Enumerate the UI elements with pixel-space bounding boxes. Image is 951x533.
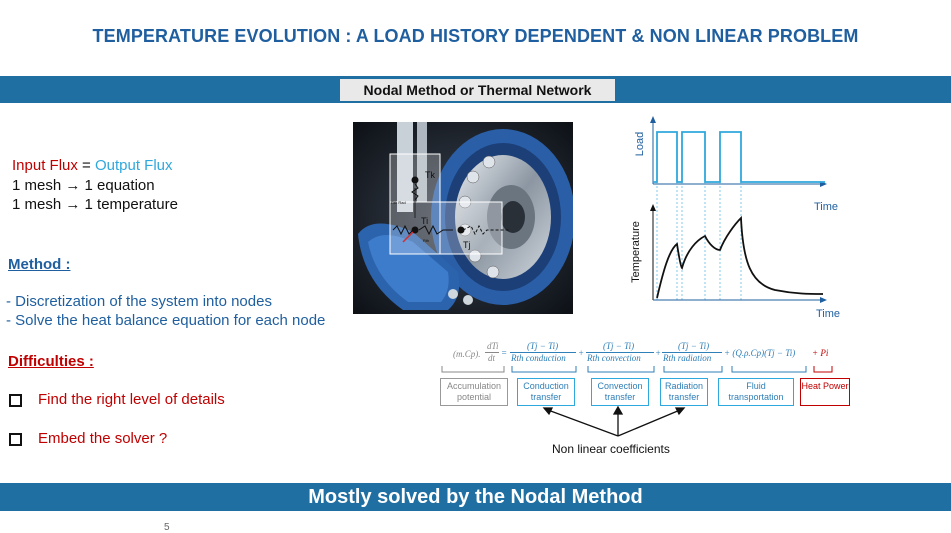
bottom-banner-text: Mostly solved by the Nodal Method [308,486,643,508]
load-axis-label: Load [634,132,646,156]
node-tk-label: Tk [425,170,435,180]
difficulty-item-2: Embed the solver ? [9,430,167,447]
conduction-box: Conduction transfer [517,378,575,406]
page-title: TEMPERATURE EVOLUTION : A LOAD HISTORY D… [92,26,859,46]
output-flux-text: Output Flux [94,157,173,174]
plus-sign: + [655,348,662,358]
nonlinear-coefficients-label: Non linear coefficients [552,442,670,456]
convection-box: Convection transfer [591,378,649,406]
load-temperature-graphs: Load Time Temperature Time [630,116,840,320]
temperature-signal-line [656,215,824,299]
dti-numerator: dTi [487,341,499,351]
bearing-thermal-network-image: Tk Ti Tj Rth Rad Rth [353,122,573,314]
bottom-banner [0,483,951,511]
dt-denominator: dt [488,353,496,363]
time-label-bottom: Time [816,308,840,320]
difficulty-item-1: Find the right level of details [9,391,225,408]
temperature-axis-label: Temperature [630,221,642,283]
method-line-2: - Solve the heat balance equation for ea… [6,312,326,329]
accumulation-term: (m.Cp). [453,349,481,359]
fluid-box: Fluid transportation [718,378,794,406]
section-subtitle: Nodal Method or Thermal Network [340,79,615,101]
page-number: 5 [164,522,170,533]
radiation-numerator: (Tj − Ti) [678,341,710,351]
difficulty-2-text: Embed the solver ? [38,430,168,447]
equals-sign: = [501,348,508,358]
checkbox-icon [9,393,22,407]
convection-numerator: (Tj − Ti) [603,341,635,351]
flux-line: Input Flux = Output Flux [12,157,173,174]
difficulty-1-text: Find the right level of details [38,391,225,408]
radiation-denominator: Rth radiation [663,353,712,363]
mesh-temperature-text: 1 mesh → 1 temperature [12,196,178,213]
equation-brackets [441,366,833,373]
fluid-term: + (Q.ρ.Cp)(Tj − Ti) [724,348,796,358]
pi-term: + Pi [812,348,829,358]
time-label-top: Time [814,201,838,213]
mesh-equation-text: 1 mesh → 1 equation [12,177,155,194]
heat-balance-equation: (m.Cp). dTi dt = (Tj − Ti) Rth conductio… [440,340,850,374]
radiation-box: Radiation transfer [660,378,708,406]
conduction-denominator: Rth conduction [511,353,566,363]
method-heading: Method : [8,256,71,273]
fraction-bar [510,352,576,353]
load-signal-line [653,131,825,183]
accumulation-box: Accumulation potential [440,378,508,406]
convection-denominator: Rth convection [587,353,641,363]
fraction-bar [485,352,499,353]
input-flux-text: Input Flux [12,157,78,174]
node-ti-label: Ti [421,216,428,226]
flux-equals: = [77,157,95,174]
nonlinear-arrows [542,406,686,437]
rth-label: Rth [423,238,429,243]
node-tj-label: Tj [463,240,471,250]
rth-rad-label: Rth Rad [391,200,406,205]
fraction-bar [586,352,654,353]
conduction-numerator: (Tj − Ti) [527,341,559,351]
checkbox-icon [9,432,22,446]
plus-sign: + [578,348,585,358]
difficulties-heading: Difficulties : [8,353,94,370]
heat-power-box: Heat Power [800,378,850,406]
method-line-1: - Discretization of the system into node… [6,293,272,310]
fraction-bar [662,352,722,353]
